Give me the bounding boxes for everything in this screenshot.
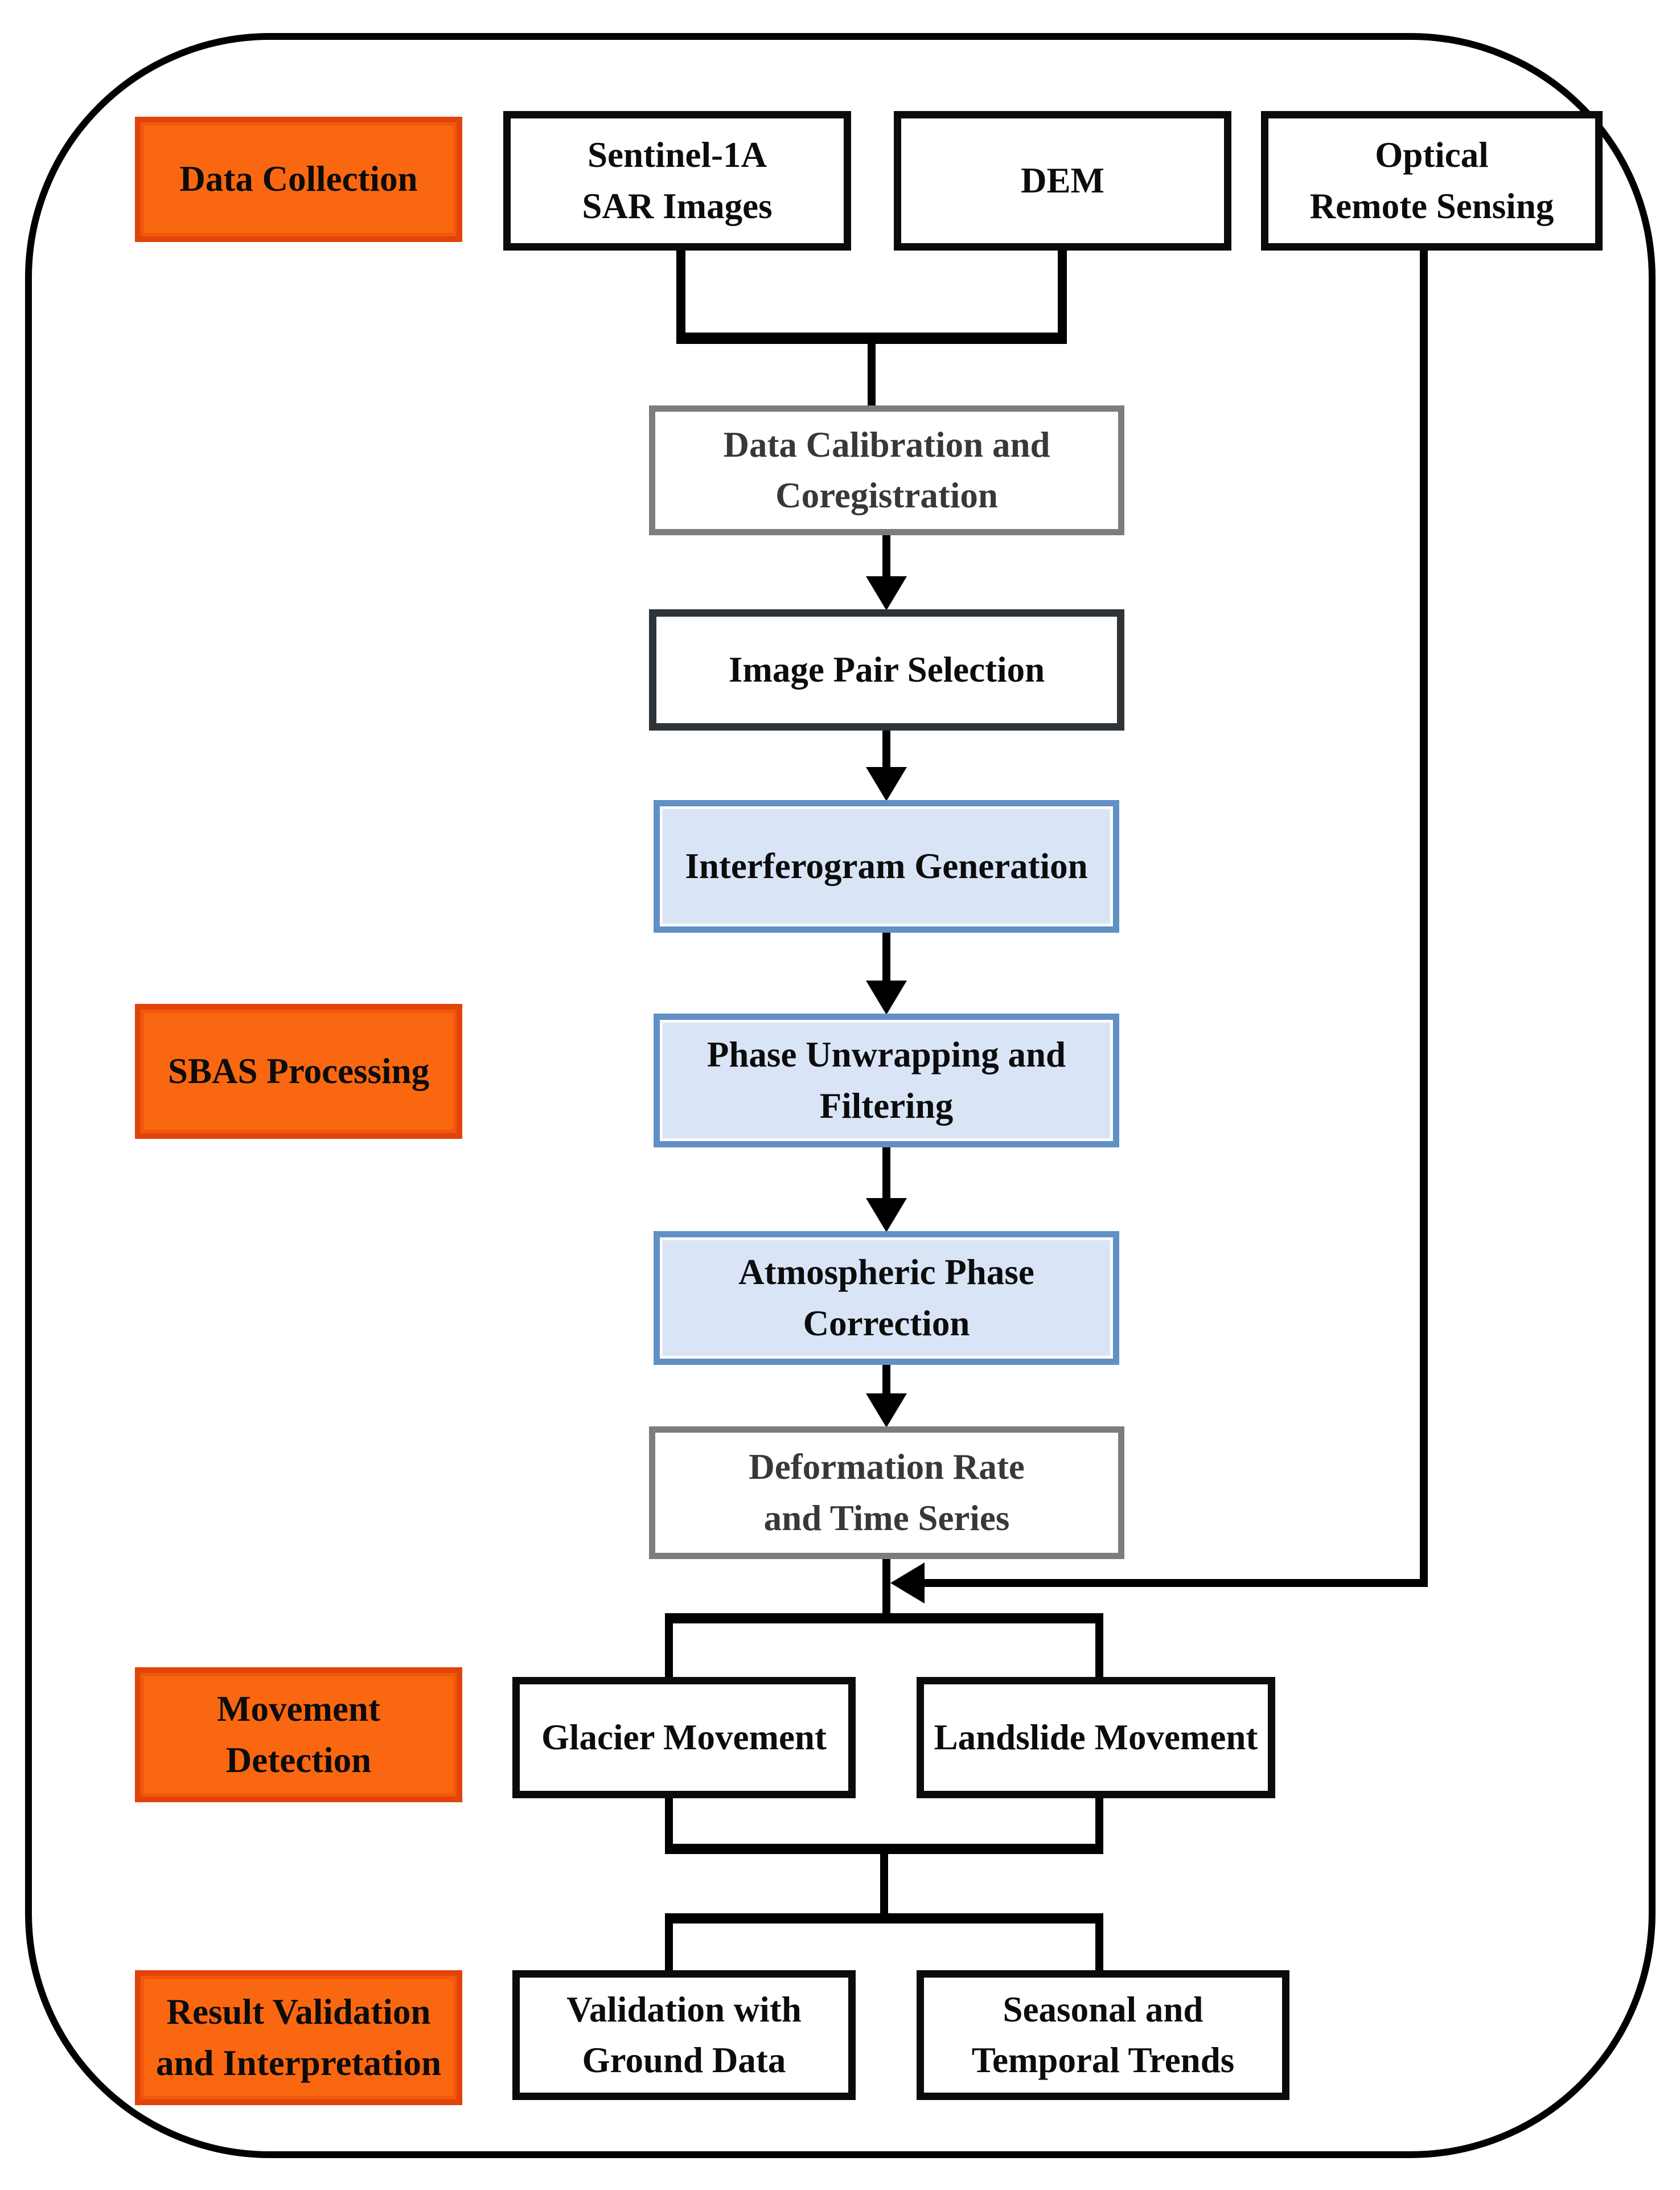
node-interferogram-generation: Interferogram Generation (654, 800, 1119, 933)
stage-sbas-processing-label: SBAS Processing (167, 1051, 430, 1091)
node-seasonal-temporal-trends: Seasonal and Temporal Trends (917, 1970, 1289, 2100)
diagram-outer-border (25, 33, 1656, 2158)
arrowhead-interferogram-icon (866, 767, 907, 801)
node-deformation-rate-label: Deformation Rate and Time Series (749, 1447, 1025, 1538)
connector-calibration-imagepair (882, 533, 890, 581)
stage-data-collection-label: Data Collection (179, 159, 418, 199)
connector-optical-horizontal (922, 1579, 1428, 1587)
node-landslide-movement-label: Landslide Movement (934, 1717, 1258, 1757)
connector-landslide-merge (1095, 1796, 1103, 1849)
node-phase-unwrapping-label: Phase Unwrapping and Filtering (706, 1035, 1066, 1126)
node-optical-remote-sensing: Optical Remote Sensing (1261, 111, 1603, 251)
connector-validation-drop (665, 1922, 673, 1972)
node-data-calibration: Data Calibration and Coregistration (649, 405, 1124, 535)
arrowhead-optical-merge-icon (890, 1562, 925, 1603)
connector-phase-atmospheric (882, 1146, 890, 1200)
connector-split-bar-validation (665, 1913, 1103, 1924)
arrowhead-atmospheric-icon (866, 1198, 907, 1232)
stage-movement-detection-label: Movement Detection (217, 1689, 380, 1780)
node-image-pair-selection: Image Pair Selection (649, 609, 1124, 731)
connector-movement-to-validation (880, 1854, 888, 1918)
arrowhead-deformation-icon (866, 1393, 907, 1428)
node-validation-ground-data: Validation with Ground Data (512, 1970, 856, 2100)
connector-deformation-drop (882, 1558, 890, 1618)
connector-seasonal-drop (1095, 1922, 1103, 1972)
connector-interferogram-phase (882, 932, 890, 983)
node-glacier-movement: Glacier Movement (512, 1677, 856, 1798)
connector-imagepair-interferogram (882, 729, 890, 769)
node-sentinel-sar-images: Sentinel-1A SAR Images (503, 111, 851, 251)
connector-dem-drop (1058, 248, 1067, 344)
connector-glacier-merge (665, 1796, 673, 1849)
node-phase-unwrapping: Phase Unwrapping and Filtering (654, 1014, 1119, 1147)
connector-sentinel-drop (676, 248, 685, 344)
stage-data-collection: Data Collection (135, 117, 462, 242)
node-atmospheric-correction-label: Atmospheric Phase Correction (738, 1252, 1034, 1343)
node-atmospheric-correction: Atmospheric Phase Correction (654, 1231, 1119, 1365)
stage-movement-detection: Movement Detection (135, 1667, 462, 1802)
node-sentinel-sar-images-label: Sentinel-1A SAR Images (582, 135, 773, 226)
node-glacier-movement-label: Glacier Movement (541, 1717, 827, 1757)
connector-merge-bar-movement (665, 1844, 1103, 1854)
node-optical-remote-sensing-label: Optical Remote Sensing (1309, 135, 1554, 226)
node-dem-label: DEM (1021, 160, 1104, 200)
node-validation-ground-data-label: Validation with Ground Data (566, 1989, 802, 2080)
node-data-calibration-label: Data Calibration and Coregistration (723, 424, 1050, 515)
node-seasonal-temporal-trends-label: Seasonal and Temporal Trends (971, 1989, 1235, 2080)
node-image-pair-selection-label: Image Pair Selection (728, 649, 1045, 690)
connector-landslide-drop (1095, 1622, 1103, 1679)
connector-split-bar-movement (665, 1613, 1103, 1623)
stage-sbas-processing: SBAS Processing (135, 1004, 462, 1139)
stage-result-validation: Result Validation and Interpretation (135, 1970, 462, 2105)
connector-merge-to-calibration (868, 341, 876, 407)
stage-result-validation-label: Result Validation and Interpretation (155, 1992, 442, 2083)
node-deformation-rate: Deformation Rate and Time Series (649, 1426, 1124, 1559)
node-dem: DEM (894, 111, 1231, 251)
connector-atmospheric-deformation (882, 1364, 890, 1395)
connector-optical-vertical (1420, 248, 1428, 1587)
arrowhead-phase-icon (866, 981, 907, 1015)
arrowhead-imagepair-icon (866, 576, 907, 610)
connector-glacier-drop (665, 1622, 673, 1679)
node-interferogram-generation-label: Interferogram Generation (685, 846, 1088, 886)
node-landslide-movement: Landslide Movement (917, 1677, 1275, 1798)
connector-merge-bar-top (676, 333, 1067, 344)
